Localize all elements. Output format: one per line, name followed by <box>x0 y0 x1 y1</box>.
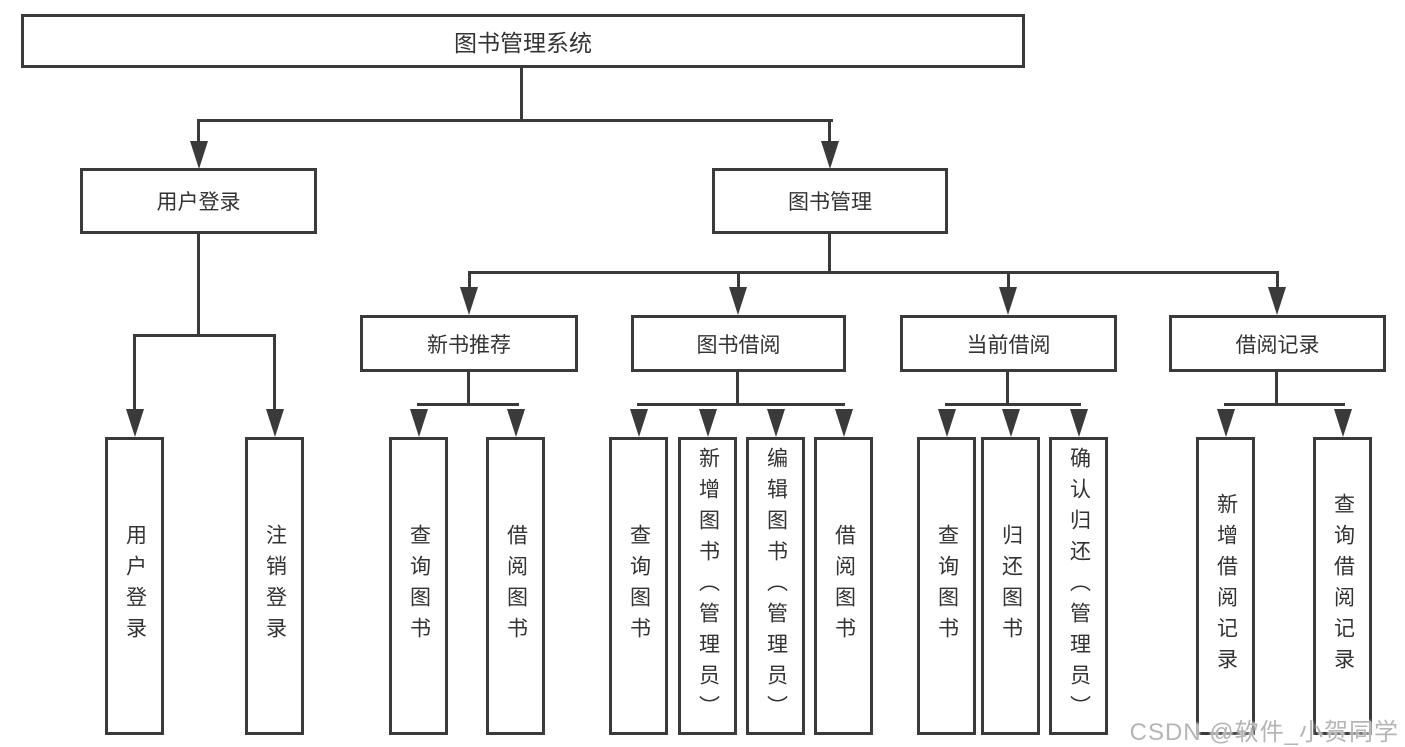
connector-line <box>273 336 276 410</box>
arrow-down-icon <box>1334 409 1352 437</box>
connector-line <box>1275 371 1278 405</box>
leaf-borrow-books-1: 借阅图书 <box>486 437 545 735</box>
arrow-down-icon <box>126 409 144 437</box>
node-book-management: 图书管理 <box>712 168 948 234</box>
arrow-down-icon <box>460 287 478 315</box>
connector-line <box>468 271 1279 274</box>
node-borrowing-records: 借阅记录 <box>1169 315 1386 372</box>
leaf-borrow-books-2: 借阅图书 <box>814 437 873 735</box>
arrow-down-icon <box>630 409 648 437</box>
leaf-add-books-admin: 新增图书（管理员） <box>678 437 737 735</box>
leaf-logout: 注销登录 <box>245 437 304 735</box>
arrow-down-icon <box>190 141 208 169</box>
leaf-edit-books-admin: 编辑图书（管理员） <box>746 437 805 735</box>
arrow-down-icon <box>835 409 853 437</box>
leaf-confirm-return-admin: 确认归还（管理员） <box>1049 437 1108 735</box>
arrow-down-icon <box>1217 409 1235 437</box>
arrow-down-icon <box>1002 409 1020 437</box>
connector-line <box>467 371 470 405</box>
connector-line <box>1276 273 1279 289</box>
connector-line <box>736 371 739 405</box>
arrow-down-icon <box>729 287 747 315</box>
arrow-down-icon <box>1268 287 1286 315</box>
node-current-borrowing: 当前借阅 <box>900 315 1117 372</box>
arrow-down-icon <box>821 141 839 169</box>
arrow-down-icon <box>699 409 717 437</box>
connector-line <box>197 119 833 122</box>
connector-line <box>1006 371 1009 405</box>
connector-line <box>520 66 523 121</box>
connector-line <box>945 403 1081 406</box>
arrow-down-icon <box>938 409 956 437</box>
leaf-query-books-2: 查询图书 <box>609 437 668 735</box>
watermark-csdn: CSDN @软件_小贺同学 <box>1129 719 1399 746</box>
connector-line <box>133 334 276 337</box>
arrow-down-icon <box>999 287 1017 315</box>
connector-line <box>637 403 845 406</box>
arrow-down-icon <box>266 409 284 437</box>
connector-line <box>1007 273 1010 289</box>
connector-line <box>1224 403 1345 406</box>
arrow-down-icon <box>1070 409 1088 437</box>
connector-line <box>197 121 200 142</box>
node-new-book-recommendation: 新书推荐 <box>360 315 578 372</box>
connector-line <box>417 403 519 406</box>
node-library-management-system: 图书管理系统 <box>21 14 1025 68</box>
arrow-down-icon <box>410 409 428 437</box>
connector-line <box>737 273 740 289</box>
leaf-query-books-1: 查询图书 <box>389 437 448 735</box>
connector-line <box>828 233 831 273</box>
leaf-query-borrow-record: 查询借阅记录 <box>1313 437 1372 735</box>
leaf-query-books-3: 查询图书 <box>917 437 976 735</box>
connector-line <box>828 121 831 142</box>
node-user-login: 用户登录 <box>80 168 317 234</box>
arrow-down-icon <box>507 409 525 437</box>
connector-line <box>468 273 471 289</box>
arrow-down-icon <box>767 409 785 437</box>
node-book-borrowing: 图书借阅 <box>631 315 846 372</box>
connector-line <box>133 336 136 410</box>
leaf-return-books: 归还图书 <box>981 437 1040 735</box>
connector-line <box>197 233 200 336</box>
leaf-add-borrow-record: 新增借阅记录 <box>1196 437 1255 735</box>
leaf-user-login: 用户登录 <box>105 437 164 735</box>
